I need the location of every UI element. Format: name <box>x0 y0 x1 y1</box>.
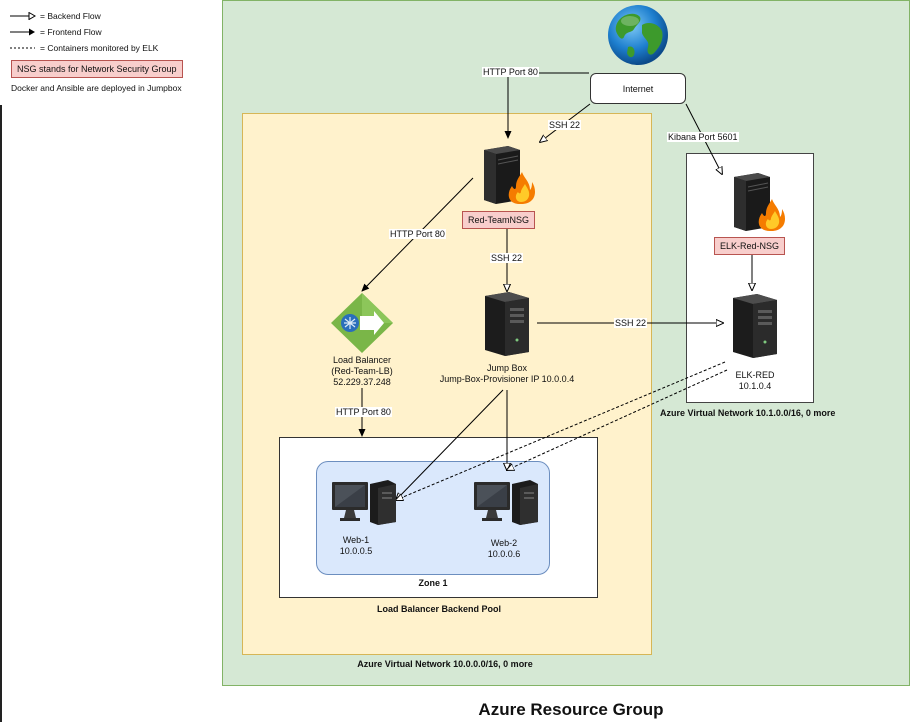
vnet1-title: Azure Virtual Network 10.0.0.0/16, 0 mor… <box>357 659 533 669</box>
edge-jump-to-web1 <box>396 389 504 500</box>
web1-name: Web-1 <box>342 535 370 545</box>
globe-icon <box>608 5 668 65</box>
edge-label-ssh-to-elk: SSH 22 <box>614 318 648 328</box>
web2-name: Web-2 <box>490 538 518 548</box>
legend-containers: = Containers monitored by ELK <box>10 43 158 53</box>
zone-title: Zone 1 <box>418 578 448 588</box>
legend-nsg-note: NSG stands for Network Security Group <box>11 60 183 78</box>
elk-red-nsg-label: ELK-Red-NSG <box>714 237 786 255</box>
edge-elk-monitor-web2 <box>507 369 728 470</box>
web1-label: Web-1 10.0.0.5 <box>318 535 394 557</box>
pool-title: Load Balancer Backend Pool <box>376 604 502 614</box>
web1-ip: 10.0.0.5 <box>339 546 373 556</box>
red-team-nsg-label: Red-TeamNSG <box>462 211 536 229</box>
legend-containers-label: = Containers monitored by ELK <box>40 43 159 53</box>
internet-node: Internet <box>590 73 686 104</box>
legend-frontend-flow: = Frontend Flow <box>10 27 102 37</box>
dashed-line-icon <box>10 47 35 49</box>
lb-alias: (Red-Team-LB) <box>331 366 393 376</box>
elk-red-ip: 10.1.0.4 <box>738 381 772 391</box>
open-arrow-icon <box>10 12 36 20</box>
load-balancer-icon <box>331 293 393 353</box>
jump-box-name: Jump Box <box>486 363 528 373</box>
internet-label: Internet <box>622 83 654 94</box>
lb-ip: 52.229.37.248 <box>333 377 391 387</box>
page-edge-divider <box>0 105 2 722</box>
legend-backend-label: = Backend Flow <box>40 11 101 21</box>
legend-docker-note: Docker and Ansible are deployed in Jumpb… <box>11 83 182 93</box>
edge-label-ssh-to-jump: SSH 22 <box>490 253 524 263</box>
jump-box-label: Jump Box Jump-Box-Provisioner IP 10.0.0.… <box>412 363 602 385</box>
vnet2-title: Azure Virtual Network 10.1.0.0/16, 0 mor… <box>660 408 836 418</box>
edge-label-http-to-lb: HTTP Port 80 <box>389 229 446 239</box>
edge-elk-monitor-web1 <box>396 361 726 500</box>
desktop-computer-icon <box>332 480 396 525</box>
legend-backend-flow: = Backend Flow <box>10 11 101 21</box>
edge-label-http-lb-pool: HTTP Port 80 <box>335 407 392 417</box>
lb-name: Load Balancer <box>332 355 392 365</box>
edge-label-kibana: Kibana Port 5601 <box>667 132 739 142</box>
resource-group-title: Azure Resource Group <box>478 700 664 719</box>
load-balancer-label: Load Balancer (Red-Team-LB) 52.229.37.24… <box>302 355 422 388</box>
legend-frontend-label: = Frontend Flow <box>40 27 102 37</box>
jump-box-ip: Jump-Box-Provisioner IP 10.0.0.4 <box>439 374 575 384</box>
desktop-computer-icon <box>474 480 538 525</box>
firewall-server-icon <box>484 146 535 204</box>
elk-firewall-server-icon <box>734 173 785 231</box>
elk-red-name: ELK-RED <box>735 370 775 380</box>
edge-label-ssh-internet: SSH 22 <box>548 120 582 130</box>
elk-server-tower-icon <box>733 294 777 358</box>
server-tower-icon <box>485 292 529 356</box>
elk-red-label: ELK-RED 10.1.0.4 <box>710 370 800 392</box>
edge-label-http-internet: HTTP Port 80 <box>482 67 539 77</box>
filled-arrow-icon <box>10 28 35 36</box>
web2-ip: 10.0.0.6 <box>487 549 521 559</box>
web2-label: Web-2 10.0.0.6 <box>466 538 542 560</box>
